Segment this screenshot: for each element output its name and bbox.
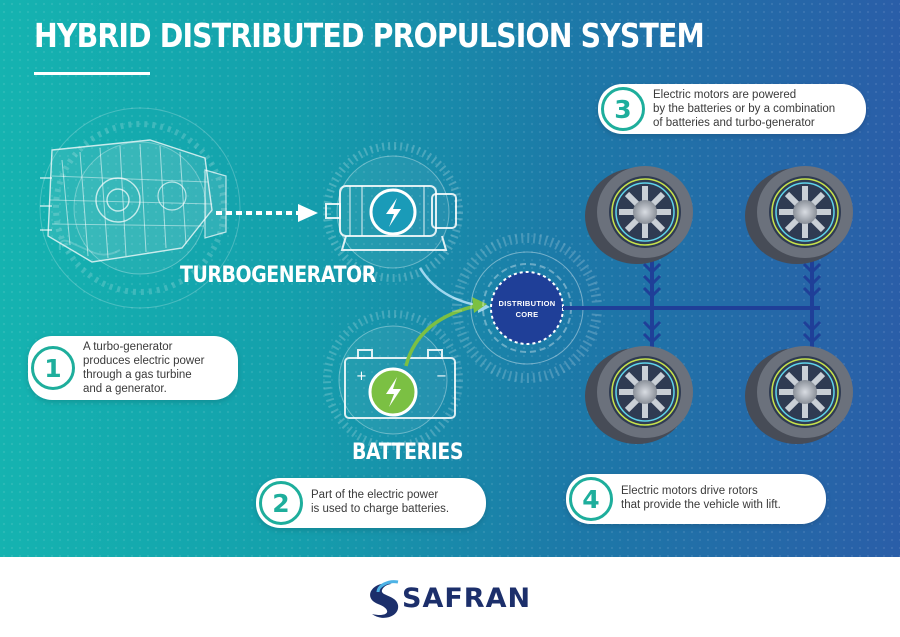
turbine-engine-illustration bbox=[39, 107, 241, 309]
step-1-callout: 1 A turbo-generator produces electric po… bbox=[28, 336, 238, 400]
page-title: HYBRID DISTRIBUTED PROPULSION SYSTEM bbox=[34, 16, 705, 55]
lightning-bolt-icon bbox=[386, 377, 401, 407]
step-4-callout: 4 Electric motors drive rotors that prov… bbox=[566, 474, 826, 524]
battery-icon: + − bbox=[323, 310, 463, 450]
step-2-callout: 2 Part of the electric power is used to … bbox=[256, 478, 486, 528]
distribution-core-label: DISTRIBUTION CORE bbox=[498, 299, 556, 319]
step-number: 4 bbox=[569, 477, 613, 521]
step-text: Electric motors drive rotors that provid… bbox=[621, 485, 781, 511]
generator-icon bbox=[323, 142, 463, 282]
turbogenerator-label: TURBOGENERATOR bbox=[180, 263, 376, 288]
diagram-graphics: + − bbox=[39, 107, 900, 450]
title-underline bbox=[34, 72, 150, 75]
connector-battery-core bbox=[404, 303, 481, 367]
rotor-icon bbox=[585, 166, 693, 264]
step-number: 1 bbox=[31, 346, 75, 390]
lightning-bolt-icon bbox=[386, 198, 401, 227]
step-text: Part of the electric power is used to ch… bbox=[311, 489, 450, 515]
svg-text:+: + bbox=[356, 369, 367, 384]
svg-text:−: − bbox=[436, 369, 447, 384]
step-text: A turbo-generator produces electric powe… bbox=[83, 341, 205, 395]
flow-arrow-to-generator bbox=[216, 204, 318, 222]
rotor-icon bbox=[745, 166, 853, 264]
brand-name: SAFRAN bbox=[402, 583, 532, 614]
batteries-label: BATTERIES bbox=[352, 440, 464, 465]
step-number: 2 bbox=[259, 481, 303, 525]
step-text: Electric motors are powered by the batte… bbox=[653, 89, 836, 129]
rotor-icon bbox=[745, 346, 853, 444]
footer bbox=[0, 557, 900, 637]
rotor-icon bbox=[585, 346, 693, 444]
step-3-callout: 3 Electric motors are powered by the bat… bbox=[598, 84, 866, 134]
step-number: 3 bbox=[601, 87, 645, 131]
distribution-lines bbox=[563, 258, 822, 355]
